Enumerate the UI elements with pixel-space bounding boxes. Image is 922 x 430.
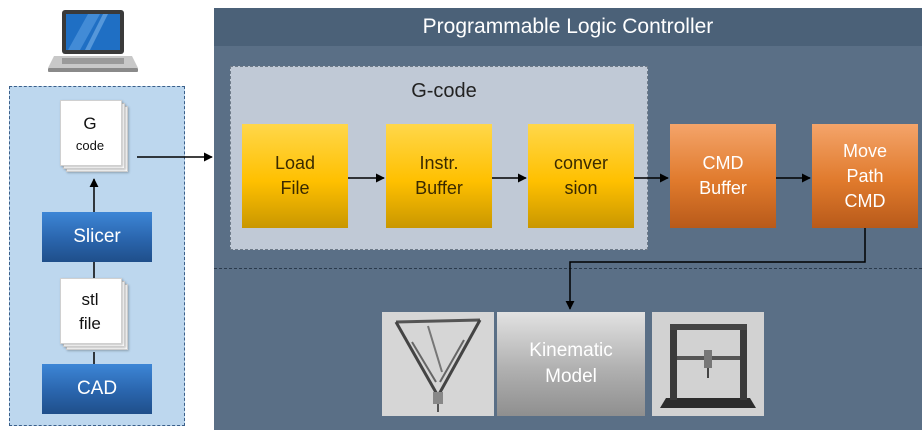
- load-file-line1: Load: [274, 153, 316, 173]
- delta-robot-image: [382, 312, 494, 416]
- conversion-line1: conver: [553, 153, 609, 173]
- stl-file-icon: stl file: [60, 278, 128, 350]
- instr-buffer-line2: Buffer: [415, 178, 463, 198]
- cad-block: CAD: [42, 364, 152, 414]
- move-path-line3: CMD: [844, 190, 886, 211]
- slicer-block: Slicer: [42, 212, 152, 262]
- stl-file-line1: stl: [81, 290, 99, 309]
- plc-title: Programmable Logic Controller: [214, 8, 922, 46]
- kinematic-model-block: Kinematic Model: [497, 312, 645, 416]
- gantry-robot-image: [652, 312, 764, 416]
- load-file-block: Load File: [242, 124, 348, 228]
- instr-buffer-line1: Instr.: [419, 153, 459, 173]
- gcode-file-icon: G code: [60, 100, 128, 172]
- stl-file-line2: file: [79, 314, 101, 333]
- kinematic-line2: Model: [545, 366, 597, 387]
- cmd-buffer-line2: Buffer: [699, 178, 747, 198]
- gcode-file-line1: G: [83, 114, 97, 133]
- conversion-block: conver sion: [528, 124, 634, 228]
- conversion-line2: sion: [564, 178, 598, 198]
- move-path-line2: Path: [846, 165, 884, 186]
- cmd-buffer-block: CMD Buffer: [670, 124, 776, 228]
- move-path-cmd-block: Move Path CMD: [812, 124, 918, 228]
- slicer-label: Slicer: [73, 226, 121, 247]
- instr-buffer-block: Instr. Buffer: [386, 124, 492, 228]
- laptop-icon: [48, 10, 138, 72]
- gcode-file-line2: code: [75, 138, 105, 153]
- gcode-group-label: G-code: [411, 80, 477, 102]
- cad-label: CAD: [76, 378, 118, 399]
- cmd-buffer-line1: CMD: [702, 153, 744, 173]
- move-path-line1: Move: [842, 140, 887, 161]
- plc-divider: [214, 268, 922, 269]
- kinematic-line1: Kinematic: [529, 340, 613, 361]
- load-file-line2: File: [280, 178, 310, 198]
